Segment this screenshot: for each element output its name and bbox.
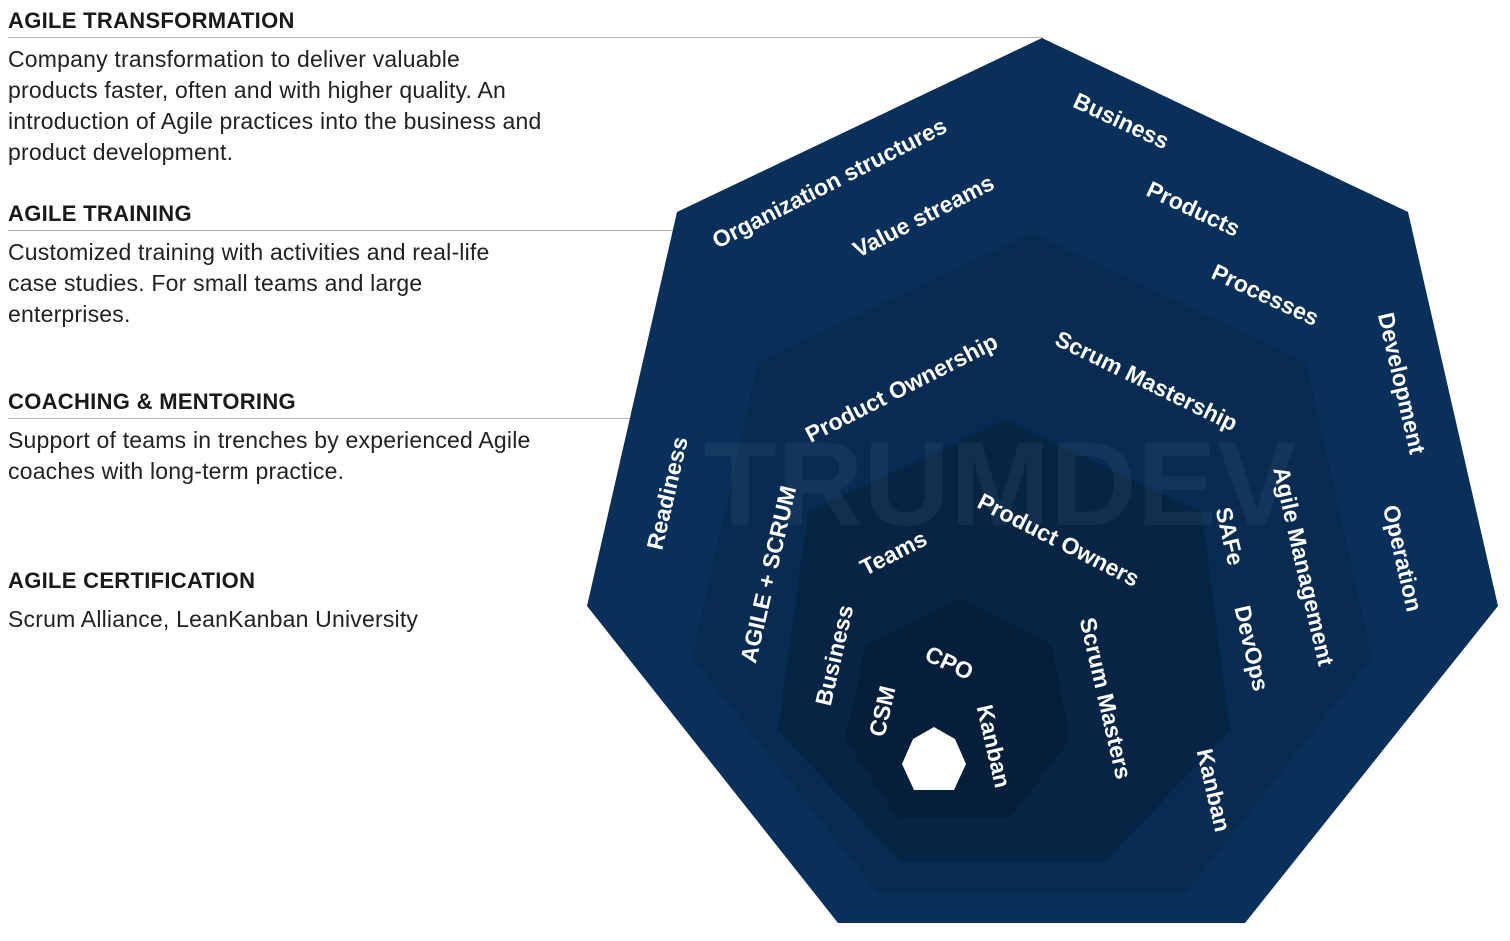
section-title-agile-training: AGILE TRAINING <box>8 201 192 226</box>
section-title-coaching-mentoring: COACHING & MENTORING <box>8 389 296 414</box>
section-divider <box>8 230 673 231</box>
watermark-text: TRUMDEV <box>703 417 1296 551</box>
section-divider <box>8 37 1043 38</box>
section-title-agile-certification: AGILE CERTIFICATION <box>8 568 256 593</box>
section-body-agile-certification: Scrum Alliance, LeanKanban University <box>8 606 419 632</box>
section-divider <box>8 418 633 419</box>
section-body-coaching-mentoring: Support of teams in trenches by experien… <box>8 427 531 484</box>
core-heptagon <box>902 727 966 790</box>
section-body-agile-transformation: Company transformation to deliver valuab… <box>8 46 542 165</box>
section-body-agile-training: Customized training with activities and … <box>8 239 490 327</box>
section-title-agile-transformation: AGILE TRANSFORMATION <box>8 8 295 33</box>
inner-layer-heptagon <box>845 598 1070 818</box>
